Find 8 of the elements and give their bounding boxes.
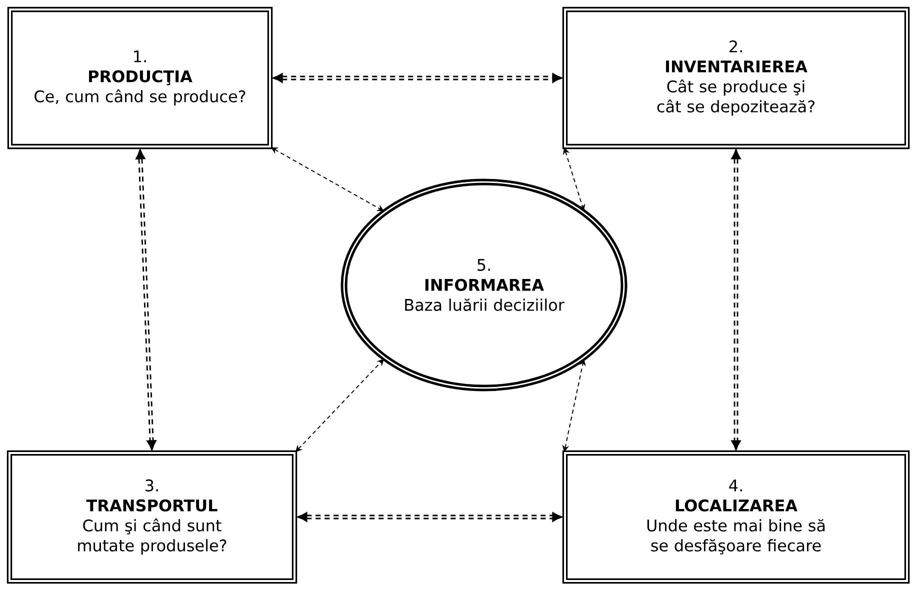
process-box: 4. LOCALIZAREA Unde este mai bine să se desfăşoare fiecare bbox=[562, 450, 910, 584]
process-box: 1. PRODUCŢIA Ce, cum când se produce? bbox=[7, 6, 273, 150]
arrow bbox=[297, 512, 562, 522]
arrow bbox=[272, 73, 562, 83]
arrow bbox=[731, 149, 741, 450]
process-box: 2. INVENTARIEREA Cât se produce şi cât se depozitează? bbox=[562, 6, 910, 150]
process-box: 3. TRANSPORTUL Cum şi când sunt mutate produsele? bbox=[6, 450, 298, 584]
arrow bbox=[136, 149, 156, 450]
